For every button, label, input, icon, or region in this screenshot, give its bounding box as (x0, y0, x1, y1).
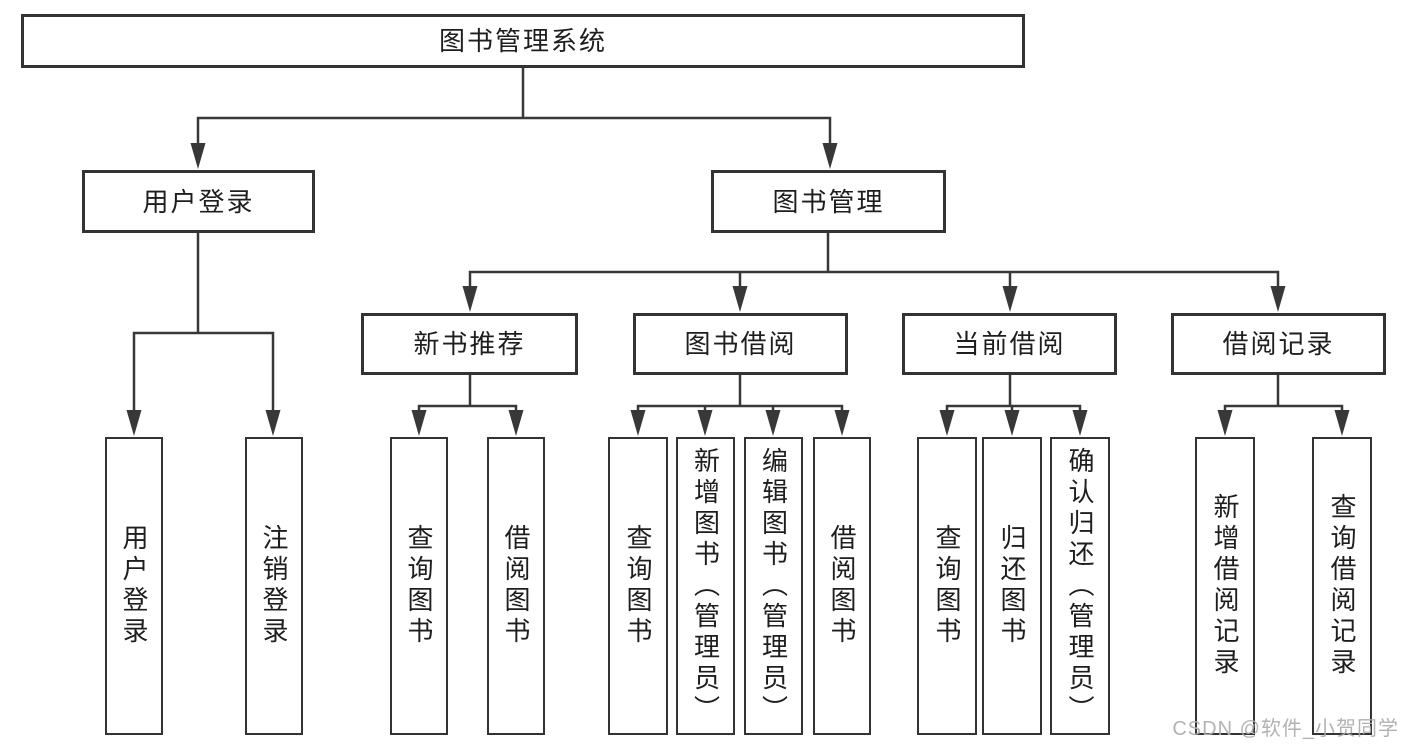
leaf-user-login-label: 用户登录 (119, 524, 149, 648)
arrow-down-icon (697, 410, 713, 436)
leaf-borrow-books: 借阅图书 (813, 437, 871, 735)
node-book-management: 图书管理 (711, 170, 946, 233)
leaf-query-books-recommend: 查询图书 (390, 437, 448, 735)
leaf-borrow-books-recommend-label: 借阅图书 (501, 524, 531, 648)
leaf-borrow-books-label: 借阅图书 (827, 524, 857, 648)
connector-root-to-level2 (196, 65, 832, 149)
arrow-down-icon (462, 286, 478, 312)
connector-user-login-children (132, 231, 275, 414)
connector-current-borrow-children (945, 373, 1082, 414)
leaf-logout-label: 注销登录 (259, 524, 289, 648)
leaf-return-books-label: 归还图书 (997, 524, 1027, 648)
arrow-down-icon (126, 410, 142, 436)
arrow-down-icon (190, 143, 206, 169)
watermark: CSDN @软件_小贺同学 (1172, 718, 1399, 740)
arrow-down-icon (508, 410, 524, 436)
arrow-down-icon (765, 410, 781, 436)
node-book-borrow: 图书借阅 (633, 313, 848, 375)
connector-book-management-children (468, 231, 1280, 290)
leaf-query-books-recommend-label: 查询图书 (404, 524, 434, 648)
connector-new-book-children (417, 373, 518, 414)
node-borrow-records-label: 借阅记录 (1222, 329, 1335, 359)
leaf-add-borrow-record-label: 新增借阅记录 (1210, 493, 1240, 679)
leaf-query-books-current: 查询图书 (917, 437, 977, 735)
leaf-add-books-admin: 新增图书（管理员） (676, 437, 735, 735)
arrow-down-icon (939, 410, 955, 436)
arrow-down-icon (822, 143, 838, 169)
leaf-logout: 注销登录 (245, 437, 303, 735)
leaf-query-books-borrow: 查询图书 (608, 437, 668, 735)
arrow-down-icon (834, 410, 850, 436)
arrow-down-icon (630, 410, 646, 436)
leaf-query-borrow-record: 查询借阅记录 (1312, 437, 1372, 735)
leaf-query-borrow-record-label: 查询借阅记录 (1327, 493, 1357, 679)
leaf-borrow-books-recommend: 借阅图书 (487, 437, 545, 735)
leaf-confirm-return-admin-label: 确认归还（管理员） (1065, 446, 1095, 726)
arrow-down-icon (1004, 410, 1020, 436)
node-new-book-recommend-label: 新书推荐 (413, 329, 526, 359)
leaf-user-login: 用户登录 (105, 437, 163, 735)
arrow-down-icon (265, 410, 281, 436)
arrow-down-icon (1334, 410, 1350, 436)
node-current-borrow: 当前借阅 (902, 313, 1117, 375)
leaf-edit-books-admin-label: 编辑图书（管理员） (758, 446, 789, 726)
leaf-query-books-current-label: 查询图书 (932, 524, 962, 648)
leaf-query-books-borrow-label: 查询图书 (623, 524, 653, 648)
leaf-edit-books-admin: 编辑图书（管理员） (744, 437, 803, 735)
node-book-borrow-label: 图书借阅 (684, 329, 797, 359)
node-user-login-label: 用户登录 (142, 186, 255, 217)
arrow-down-icon (1002, 286, 1018, 312)
leaf-return-books: 归还图书 (982, 437, 1042, 735)
node-root: 图书管理系统 (21, 14, 1025, 68)
arrow-down-icon (732, 286, 748, 312)
connector-book-borrow-children (636, 373, 844, 414)
node-current-borrow-label: 当前借阅 (953, 329, 1066, 359)
connector-borrow-records-children (1223, 373, 1344, 414)
arrow-down-icon (1072, 410, 1088, 436)
arrow-down-icon (1270, 286, 1286, 312)
leaf-confirm-return-admin: 确认归还（管理员） (1050, 437, 1110, 735)
arrow-down-icon (1217, 410, 1233, 436)
node-root-label: 图书管理系统 (438, 26, 607, 56)
node-book-management-label: 图书管理 (772, 186, 885, 217)
node-user-login: 用户登录 (82, 170, 315, 233)
arrow-down-icon (411, 410, 427, 436)
node-new-book-recommend: 新书推荐 (361, 313, 578, 375)
leaf-add-borrow-record: 新增借阅记录 (1195, 437, 1255, 735)
node-borrow-records: 借阅记录 (1171, 313, 1386, 375)
leaf-add-books-admin-label: 新增图书（管理员） (690, 446, 721, 726)
